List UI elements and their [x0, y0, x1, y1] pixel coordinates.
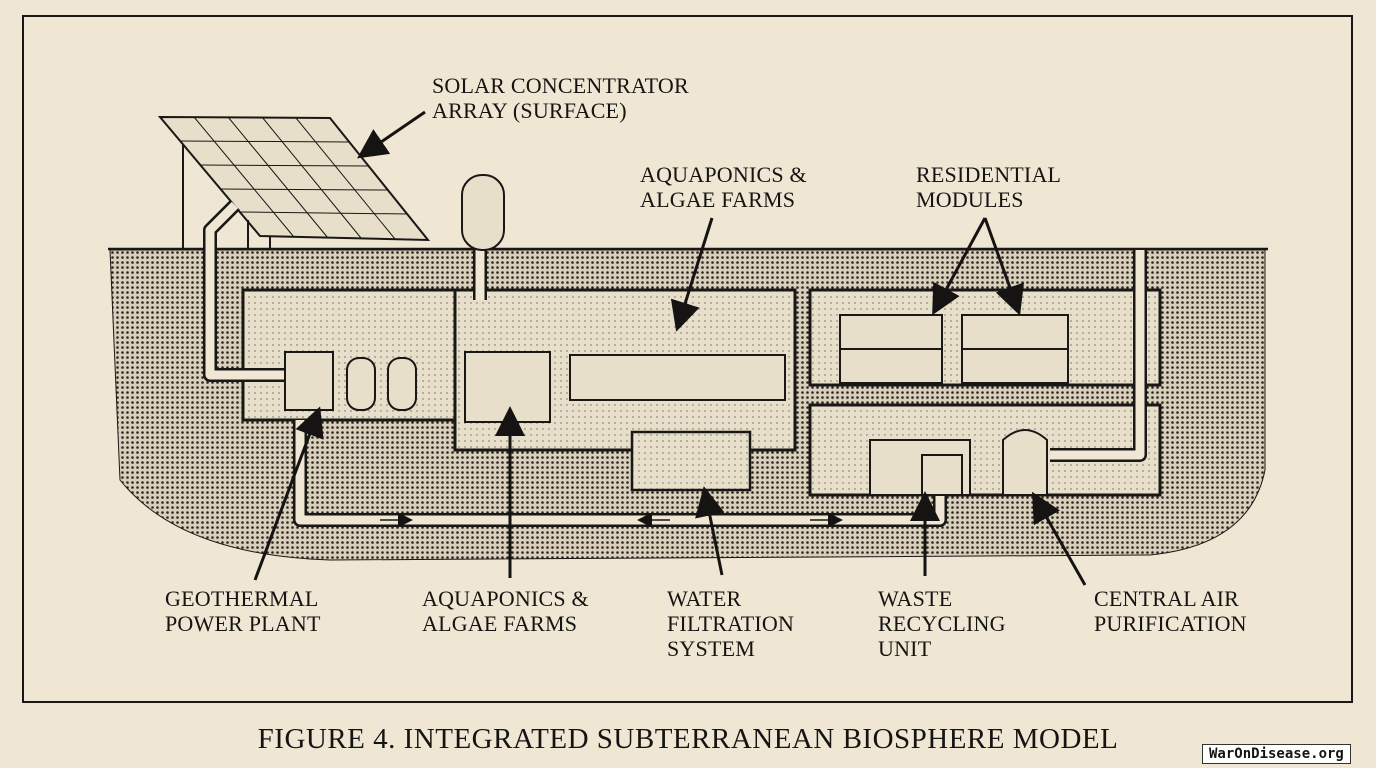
surface-silo [461, 174, 505, 251]
watermark-link[interactable]: WarOnDisease.org [1202, 744, 1351, 764]
geothermal-equipment [284, 351, 417, 411]
label-aquaponics-bottom: AQUAPONICS & ALGAE FARMS [422, 586, 589, 636]
solar-array [157, 115, 431, 250]
label-geothermal: GEOTHERMAL POWER PLANT [165, 586, 321, 636]
aquaponics-tanks [464, 351, 786, 423]
leader-arrows [253, 110, 1087, 586]
label-aquaponics-top: AQUAPONICS & ALGAE FARMS [640, 162, 807, 212]
label-solar-array: SOLAR CONCENTRATOR ARRAY (SURFACE) [432, 73, 689, 123]
label-water-filtration: WATER FILTRATION SYSTEM [667, 586, 795, 661]
figure-frame [22, 15, 1353, 703]
label-residential: RESIDENTIAL MODULES [916, 162, 1062, 212]
label-air-purification: CENTRAL AIR PURIFICATION [1094, 586, 1247, 636]
label-waste-recycling: WASTE RECYCLING UNIT [878, 586, 1006, 661]
water-filtration-tank [630, 430, 752, 492]
residential-modules [839, 314, 1069, 384]
figure-title: FIGURE 4. INTEGRATED SUBTERRANEAN BIOSPH… [257, 723, 1119, 755]
waste-and-air-units [869, 429, 1048, 496]
